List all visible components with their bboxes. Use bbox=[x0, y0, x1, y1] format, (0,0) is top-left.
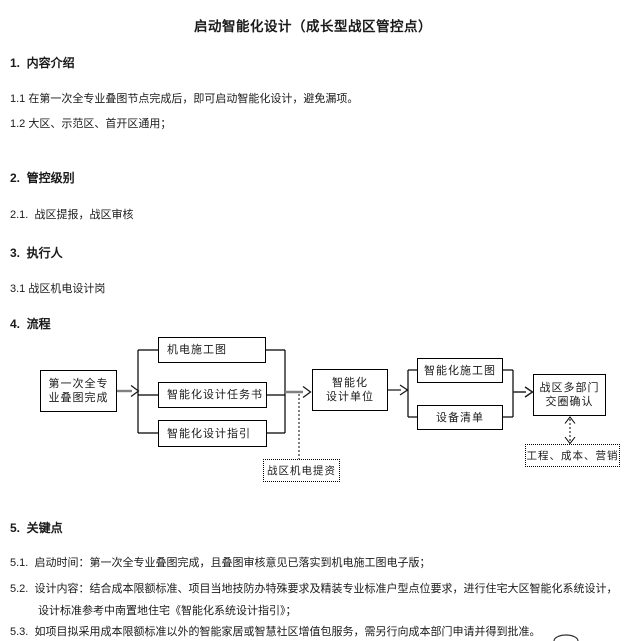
item-1-2: 1.2 大区、示范区、首开区通用； bbox=[10, 118, 172, 130]
section-4-heading: 4. 流程 bbox=[10, 317, 51, 331]
flow-node-intelligent-design-unit: 智能化 设计单位 bbox=[312, 369, 388, 411]
page-title: 启动智能化设计（成长型战区管控点） bbox=[194, 19, 432, 34]
item-5-2-continued: 设计标准参考中南置地住宅《智能化系统设计指引》； bbox=[38, 605, 297, 617]
flow-node-intelligent-construction-drawing: 智能化施工图 bbox=[417, 358, 503, 383]
flow-node-multi-dept-confirm: 战区多部门 交圈确认 bbox=[533, 374, 606, 416]
item-5-3: 5.3. 如项目拟采用成本限额标准以外的智能家居或智慧社区增值包服务，需另行向成… bbox=[10, 626, 541, 638]
item-1-1: 1.1 在第一次全专业叠图节点完成后，即可启动智能化设计，避免漏项。 bbox=[10, 93, 359, 105]
item-5-1: 5.1. 启动时间：第一次全专业叠图完成，且叠图审核意见已落实到机电施工图电子版… bbox=[10, 557, 431, 569]
flow-ref-departments: 工程、成本、营销 bbox=[525, 444, 620, 467]
section-2-heading: 2. 管控级别 bbox=[10, 171, 75, 185]
section-1-heading: 1. 内容介绍 bbox=[10, 56, 75, 70]
item-5-2: 5.2. 设计内容：结合成本限额标准、项目当地技防办特殊要求及精装专业标准户型点… bbox=[10, 583, 618, 595]
section-5-heading: 5. 关键点 bbox=[10, 521, 63, 535]
flow-ref-zone-mech-input: 战区机电提资 bbox=[263, 459, 340, 482]
flow-node-first-overlay-complete: 第一次全专 业叠图完成 bbox=[40, 370, 117, 412]
section-3-heading: 3. 执行人 bbox=[10, 246, 63, 260]
flow-node-intelligent-design-brief: 智能化设计任务书 bbox=[158, 382, 267, 408]
flow-node-equipment-list: 设备清单 bbox=[417, 405, 503, 430]
item-2-1: 2.1. 战区提报，战区审核 bbox=[10, 209, 134, 221]
item-3-1: 3.1 战区机电设计岗 bbox=[10, 283, 106, 295]
flow-node-mech-construction-drawing: 机电施工图 bbox=[158, 337, 266, 363]
partial-circle-annotation bbox=[553, 634, 579, 641]
flow-node-intelligent-design-guideline: 智能化设计指引 bbox=[158, 420, 267, 447]
